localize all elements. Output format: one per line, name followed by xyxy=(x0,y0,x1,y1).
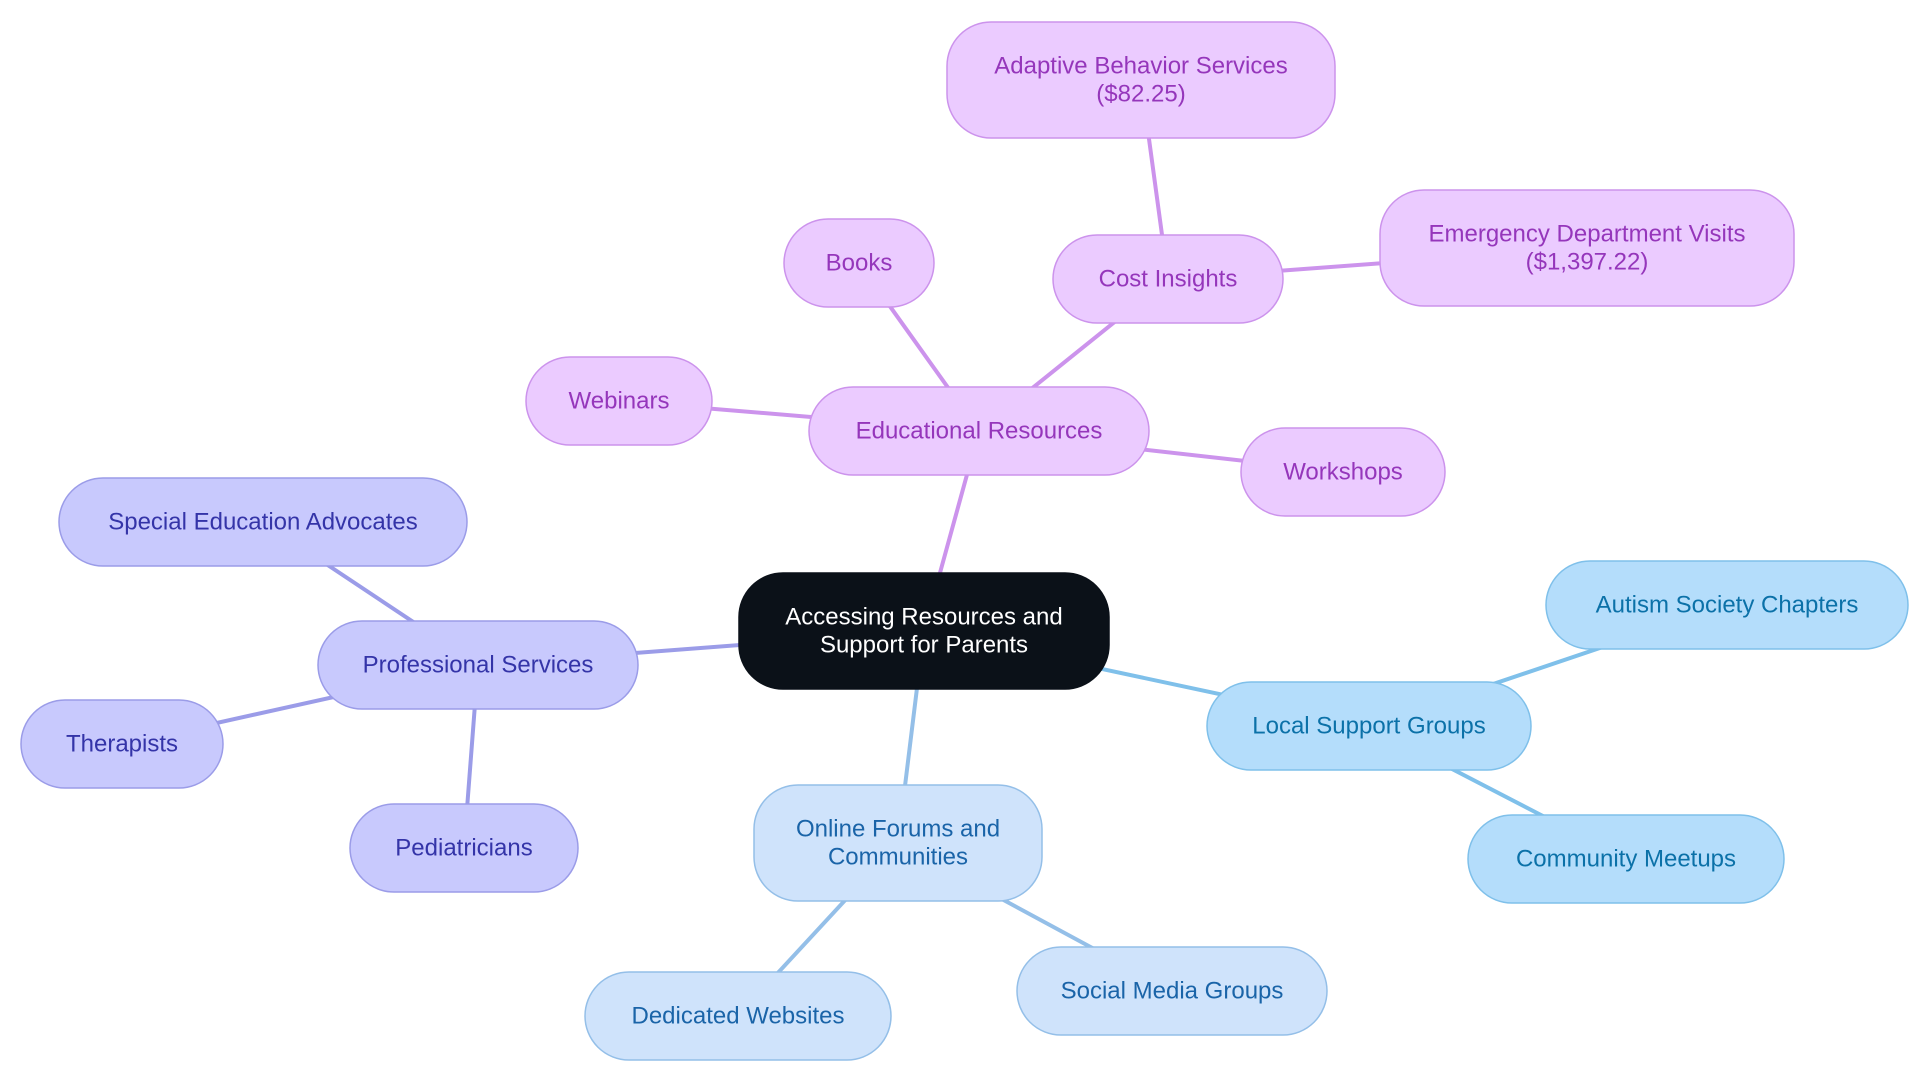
node-dedicated-websites-label-line-1: Dedicated Websites xyxy=(632,1003,845,1030)
node-online-forums-communities-label-line-1: Online Forums and xyxy=(796,816,1000,843)
node-adaptive-behavior-services-box xyxy=(946,21,1336,139)
node-therapists-label-line-1: Therapists xyxy=(66,731,178,758)
node-workshops[interactable]: Workshops xyxy=(1240,427,1446,517)
node-educational-resources[interactable]: Educational Resources xyxy=(808,386,1150,476)
node-books[interactable]: Books xyxy=(783,218,935,308)
node-autism-society-chapters[interactable]: Autism Society Chapters xyxy=(1545,560,1909,650)
node-local-support-groups-box xyxy=(1206,681,1532,771)
node-adaptive-behavior-services[interactable]: Adaptive Behavior Services($82.25) xyxy=(946,21,1336,139)
node-educational-resources-label-line-1: Educational Resources xyxy=(856,418,1103,445)
node-social-media-groups-box xyxy=(1016,946,1328,1036)
node-books-label-line-1: Books xyxy=(826,250,893,277)
node-adaptive-behavior-services-label-line-1: Adaptive Behavior Services xyxy=(994,53,1287,80)
node-online-forums-communities-box xyxy=(753,784,1043,902)
node-therapists-box xyxy=(20,699,224,789)
node-emergency-department-visits[interactable]: Emergency Department Visits($1,397.22) xyxy=(1379,189,1795,307)
node-workshops-label-line-1: Workshops xyxy=(1283,459,1403,486)
node-emergency-department-visits-label-line-2: ($1,397.22) xyxy=(1526,249,1649,276)
node-webinars-label-line-1: Webinars xyxy=(569,388,670,415)
node-webinars[interactable]: Webinars xyxy=(525,356,713,446)
node-adaptive-behavior-services-label-line-2: ($82.25) xyxy=(1096,81,1185,108)
node-community-meetups-label-line-1: Community Meetups xyxy=(1516,846,1736,873)
root-node-label-line-2: Support for Parents xyxy=(820,632,1028,659)
node-therapists[interactable]: Therapists xyxy=(20,699,224,789)
node-emergency-department-visits-box xyxy=(1379,189,1795,307)
node-community-meetups[interactable]: Community Meetups xyxy=(1467,814,1785,904)
node-pediatricians-box xyxy=(349,803,579,893)
node-cost-insights-box xyxy=(1052,234,1284,324)
node-books-box xyxy=(783,218,935,308)
node-workshops-box xyxy=(1240,427,1446,517)
node-social-media-groups[interactable]: Social Media Groups xyxy=(1016,946,1328,1036)
node-professional-services-box xyxy=(317,620,639,710)
node-special-education-advocates[interactable]: Special Education Advocates xyxy=(58,477,468,567)
node-professional-services-label-line-1: Professional Services xyxy=(363,652,594,679)
node-dedicated-websites[interactable]: Dedicated Websites xyxy=(584,971,892,1061)
node-dedicated-websites-box xyxy=(584,971,892,1061)
node-cost-insights[interactable]: Cost Insights xyxy=(1052,234,1284,324)
root-node-box xyxy=(738,572,1110,690)
root-node-label-line-1: Accessing Resources and xyxy=(785,604,1062,631)
node-autism-society-chapters-label-line-1: Autism Society Chapters xyxy=(1596,592,1859,619)
node-special-education-advocates-box xyxy=(58,477,468,567)
node-emergency-department-visits-label-line-1: Emergency Department Visits xyxy=(1428,221,1745,248)
node-local-support-groups[interactable]: Local Support Groups xyxy=(1206,681,1532,771)
node-special-education-advocates-label-line-1: Special Education Advocates xyxy=(108,509,418,536)
node-community-meetups-box xyxy=(1467,814,1785,904)
node-pediatricians[interactable]: Pediatricians xyxy=(349,803,579,893)
node-autism-society-chapters-box xyxy=(1545,560,1909,650)
node-local-support-groups-label-line-1: Local Support Groups xyxy=(1252,713,1485,740)
node-pediatricians-label-line-1: Pediatricians xyxy=(395,835,532,862)
node-educational-resources-box xyxy=(808,386,1150,476)
node-online-forums-communities-label-line-2: Communities xyxy=(828,844,968,871)
node-professional-services[interactable]: Professional Services xyxy=(317,620,639,710)
node-social-media-groups-label-line-1: Social Media Groups xyxy=(1061,978,1284,1005)
node-webinars-box xyxy=(525,356,713,446)
node-cost-insights-label-line-1: Cost Insights xyxy=(1099,266,1238,293)
